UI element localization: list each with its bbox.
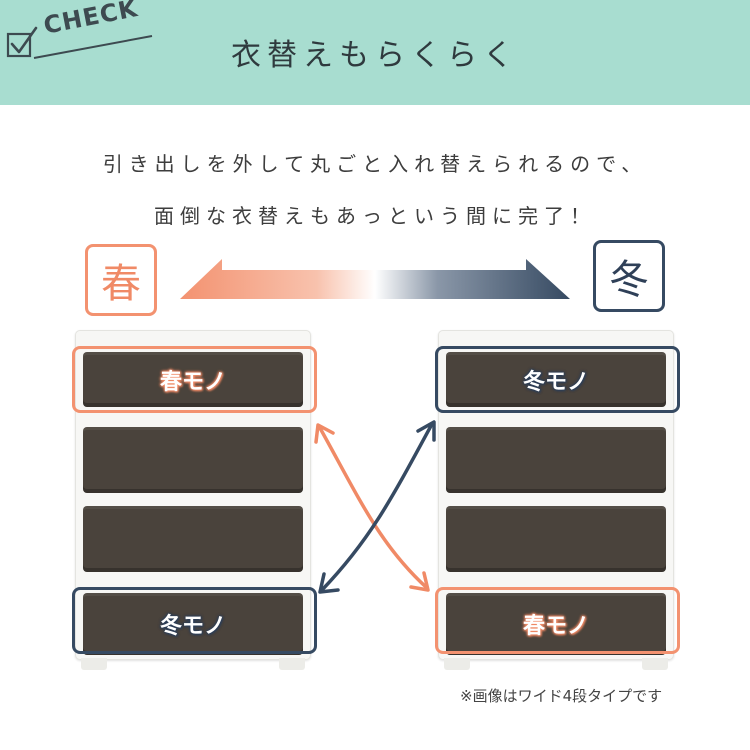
- spring-highlight-box: [72, 346, 317, 413]
- check-badge: CHECK: [6, 0, 156, 68]
- winter-swap-arrow-icon: [318, 420, 436, 594]
- drawer-label-winter-items: 冬モノ: [522, 369, 589, 395]
- drawer-3: [446, 506, 666, 572]
- spring-swap-arrow-icon: [314, 423, 430, 592]
- cabinet-foot: [444, 658, 470, 670]
- drawer-label-spring-items: 春モノ: [159, 369, 226, 395]
- drawer-2: [446, 427, 666, 493]
- cabinet-foot: [279, 658, 305, 670]
- winter-highlight-box: [72, 587, 317, 654]
- drawer-3: [83, 506, 303, 572]
- checkbox-check-icon: [6, 26, 153, 59]
- page-title: 衣替えもらくらく: [231, 38, 519, 73]
- footnote: ※画像はワイド4段タイプです: [460, 687, 663, 705]
- winter-highlight-box: [435, 346, 680, 413]
- winter-season-box: 冬: [593, 240, 665, 312]
- description-line-1: 引き出しを外して丸ごと入れ替えられるので、: [102, 152, 648, 176]
- left-drawer-cabinet: 春モノ 冬モノ: [75, 330, 311, 672]
- spring-season-box: 春: [85, 244, 157, 316]
- drawer-1: 春モノ: [83, 352, 303, 407]
- double-headed-arrow-icon: [180, 259, 570, 299]
- drawer-label-winter-items: 冬モノ: [159, 614, 226, 639]
- cabinet-foot: [642, 658, 668, 670]
- spring-highlight-box: [435, 587, 680, 654]
- description-line-2: 面倒な衣替えもあっという間に完了！: [154, 204, 596, 228]
- drawer-4: 冬モノ: [83, 593, 303, 655]
- header-bar: CHECK 衣替えもらくらく: [0, 0, 750, 105]
- right-drawer-cabinet: 冬モノ 春モノ: [438, 330, 674, 672]
- drawer-1: 冬モノ: [446, 352, 666, 407]
- drawer-4: 春モノ: [446, 593, 666, 655]
- cabinet-foot: [81, 658, 107, 670]
- drawer-2: [83, 427, 303, 493]
- drawer-label-spring-items: 春モノ: [522, 614, 589, 639]
